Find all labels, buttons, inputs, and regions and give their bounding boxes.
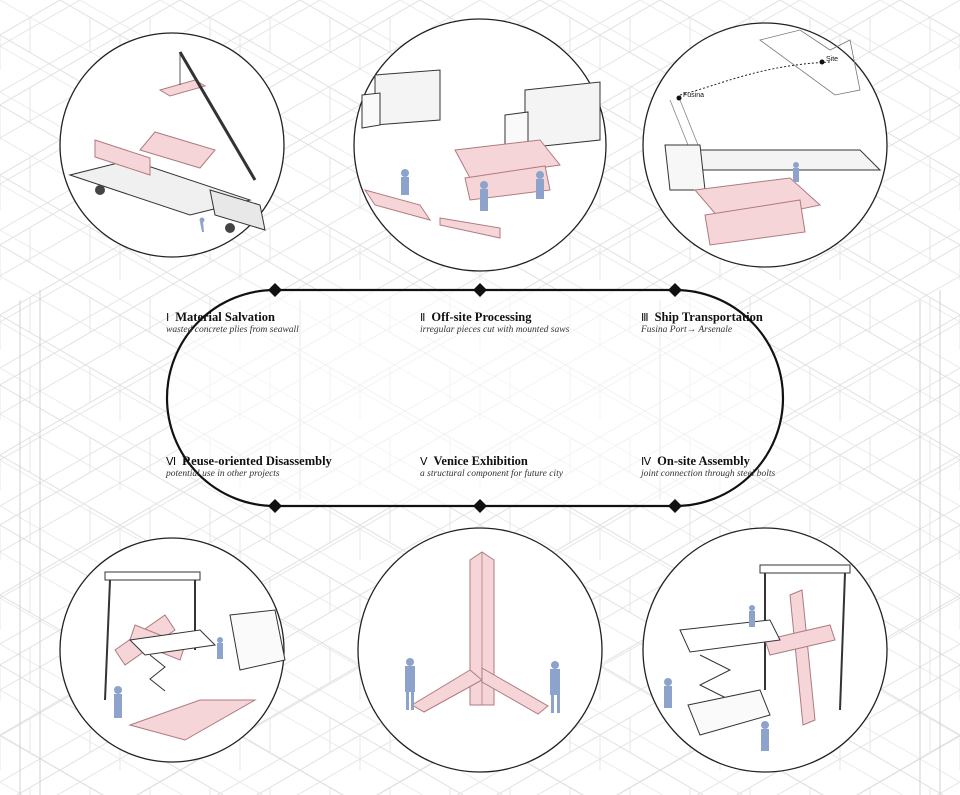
marker-stage-4 bbox=[668, 499, 682, 513]
marker-stage-5 bbox=[473, 499, 487, 513]
stage-5-subtitle: a structural component for future city bbox=[420, 469, 563, 479]
stage-6-title-text: Reuse-oriented Disassembly bbox=[182, 454, 332, 468]
exhibition-sculpture-icon bbox=[405, 551, 560, 715]
stage-4-numeral: Ⅳ bbox=[641, 456, 652, 468]
stage-5-numeral: Ⅴ bbox=[420, 456, 428, 468]
stage-3-title-text: Ship Transportation bbox=[654, 310, 763, 324]
marker-stage-1 bbox=[268, 283, 282, 297]
stage-1-subtitle: wasted concrete plies from seawall bbox=[166, 325, 299, 335]
marker-stage-2 bbox=[473, 283, 487, 297]
stage-2-numeral: Ⅱ bbox=[420, 312, 426, 324]
stage-3-numeral: Ⅲ bbox=[641, 312, 649, 324]
map-label-site: Site bbox=[826, 56, 839, 63]
stage-1-title-text: Material Salvation bbox=[175, 310, 275, 324]
marker-stage-3 bbox=[668, 283, 682, 297]
stage-5-title-text: Venice Exhibition bbox=[433, 454, 528, 468]
stage-2-title: Ⅱ Off-site Processing bbox=[420, 310, 532, 325]
stage-6-numeral: Ⅵ bbox=[166, 456, 177, 468]
stage-3-title: Ⅲ Ship Transportation bbox=[641, 310, 763, 325]
stage-6-title: Ⅵ Reuse-oriented Disassembly bbox=[166, 454, 332, 469]
stage-4-subtitle: joint connection through steel bolts bbox=[641, 469, 776, 479]
gantry-assembly-icon bbox=[664, 564, 851, 751]
stage-4-title: Ⅳ On-site Assembly bbox=[641, 454, 750, 469]
stage-2-subtitle: irregular pieces cut with mounted saws bbox=[420, 325, 570, 335]
stage-6-subtitle: potential use in other projects bbox=[166, 469, 280, 479]
gantry-disassembly-icon bbox=[104, 571, 286, 741]
stage-4-title-text: On-site Assembly bbox=[657, 454, 750, 468]
stage-2-title-text: Off-site Processing bbox=[431, 310, 532, 324]
trucks-and-saws-icon bbox=[361, 69, 601, 239]
marker-stage-6 bbox=[268, 499, 282, 513]
stage-1-numeral: Ⅰ bbox=[166, 312, 170, 324]
crane-truck-icon bbox=[68, 51, 266, 233]
stage-3-subtitle: Fusina Port→ Arsenale bbox=[641, 325, 733, 335]
ship-route-icon bbox=[664, 29, 882, 246]
circle-stage-3 bbox=[642, 22, 888, 268]
stage-5-title: Ⅴ Venice Exhibition bbox=[420, 454, 528, 469]
stage-1-title: Ⅰ Material Salvation bbox=[166, 310, 275, 325]
map-label-fusina: Fusina bbox=[683, 92, 705, 99]
